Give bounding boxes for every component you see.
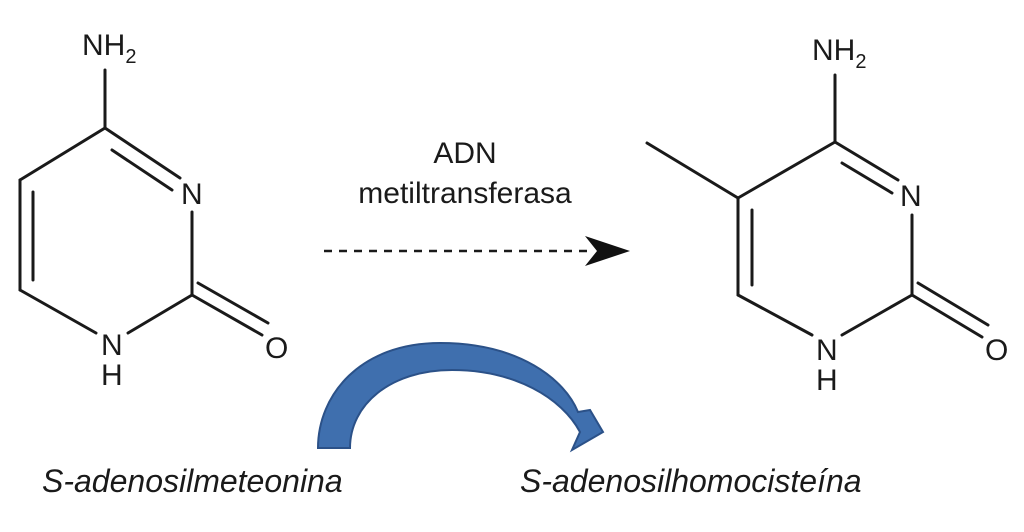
bond-n3-c4 (833, 140, 900, 182)
ring-nitrogen-n3: N (181, 178, 203, 211)
amino-group-label: NH2 (812, 34, 866, 73)
reaction-arrow-head (585, 236, 630, 266)
ring-hydrogen-n1: H (816, 364, 838, 397)
methylcytosine-bonds (645, 73, 990, 339)
bond-c5-methyl (645, 141, 740, 200)
curved-arrow-body (316, 341, 605, 453)
bond-c2-o (190, 293, 264, 337)
carbonyl-oxygen: O (265, 332, 288, 365)
bond-c2-o-inner (916, 281, 990, 327)
bond-c2-o-inner (196, 281, 270, 325)
bond-c4-c5 (18, 126, 107, 182)
ring-nitrogen-n3: N (900, 180, 922, 213)
bond-c6-n1 (736, 293, 814, 337)
cytosine-bonds (18, 68, 270, 337)
bond-c6-n1 (18, 288, 98, 335)
cofactor-in-label: S-adenosilmeteonina (42, 463, 343, 499)
methylcytosine-structure: NH2 N N H O (645, 34, 1008, 397)
ring-nitrogen-n1: N (816, 334, 838, 367)
carbonyl-oxygen: O (985, 334, 1008, 367)
bond-c2-o (910, 293, 984, 339)
enzyme-label-line2: metiltransferasa (358, 177, 572, 210)
curved-cofactor-arrow (316, 341, 605, 453)
bond-n3-c4-inner (110, 148, 174, 192)
ring-nitrogen-n1: N (101, 329, 123, 362)
bond-n1-c2 (840, 293, 914, 337)
cofactor-out-label: S-adenosilhomocisteína (520, 463, 862, 499)
ring-hydrogen-n1: H (101, 359, 123, 392)
bond-c4-c5 (736, 140, 837, 200)
bond-n1-c2 (126, 293, 194, 335)
bond-n3-c4 (103, 126, 182, 180)
bond-n3-c4-inner (840, 161, 894, 195)
enzyme-label-line1: ADN (433, 137, 496, 170)
reaction-arrow-group: ADN metiltransferasa (324, 137, 630, 266)
cytosine-structure: NH2 N N H O (18, 29, 288, 392)
amino-group-label: NH2 (82, 29, 136, 68)
